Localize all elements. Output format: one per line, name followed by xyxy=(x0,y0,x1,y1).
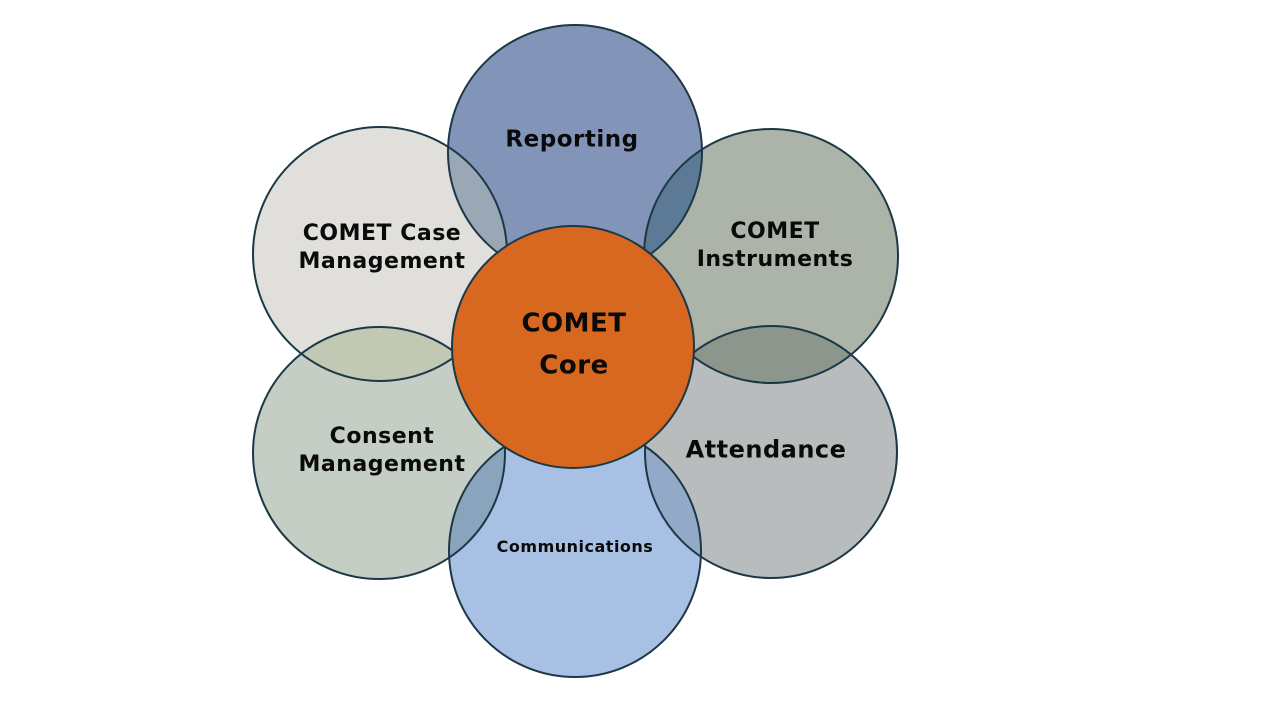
outline-consent-management xyxy=(252,326,506,580)
circle-reporting xyxy=(448,25,702,279)
outline-attendance xyxy=(644,325,898,579)
circle-comet-case-management xyxy=(253,127,507,381)
circle-communications xyxy=(449,425,701,677)
circle-attendance xyxy=(645,326,897,578)
circle-comet-instruments xyxy=(644,129,898,383)
circle-comet-core xyxy=(451,225,695,469)
circle-consent-management xyxy=(253,327,505,579)
